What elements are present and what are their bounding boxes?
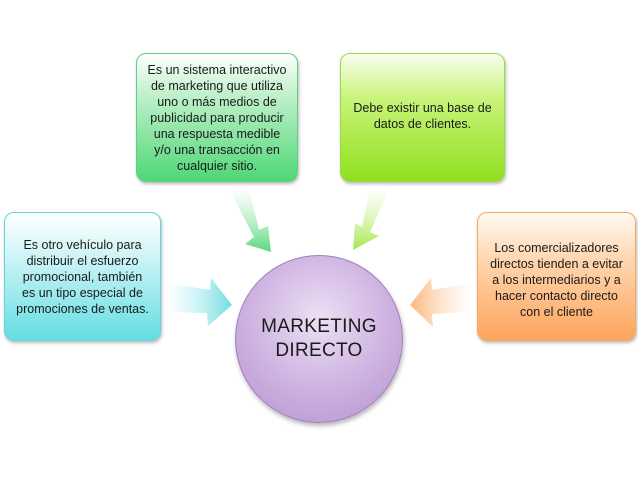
node-top-right-text: Debe existir una base de datos de client… [353,101,492,131]
node-top-left-text: Es un sistema interactivo de marketing q… [147,62,287,173]
center-node: MARKETING DIRECTO [235,255,403,423]
node-right: Los comercializadores directos tienden a… [477,212,636,341]
arrow-left [166,278,232,326]
node-top-left: Es un sistema interactivo de marketing q… [136,53,298,182]
node-top-right: Debe existir una base de datos de client… [340,53,505,182]
arrow-top-left [229,189,271,252]
node-right-text: Los comercializadores directos tienden a… [490,241,623,319]
node-left: Es otro vehículo para distribuir el esfu… [4,212,161,341]
center-node-label: MARKETING DIRECTO [261,316,377,361]
arrow-right [410,278,472,327]
node-left-text: Es otro vehículo para distribuir el esfu… [16,237,149,316]
arrow-top-right [353,189,389,250]
